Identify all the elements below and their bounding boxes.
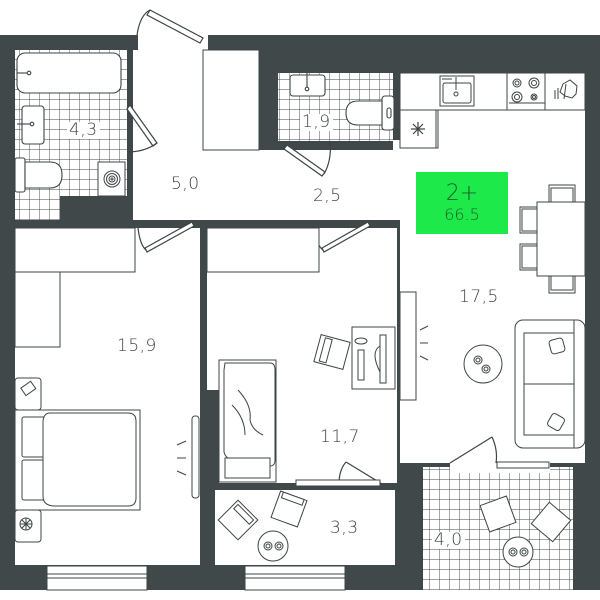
sofa	[514, 319, 586, 449]
wall-panel-second	[399, 291, 417, 401]
entrance-door[interactable]	[136, 9, 204, 44]
area-label-loggia-small: 3,3	[330, 518, 359, 538]
stove	[506, 72, 546, 111]
apartment-badge: 2+ 66.5	[416, 172, 508, 234]
desk	[351, 326, 396, 390]
loggia-large-door[interactable]	[449, 436, 498, 464]
coffee-table-living	[463, 344, 503, 384]
wardrobe-second	[206, 227, 320, 273]
area-label-corridor: 2,5	[313, 186, 342, 206]
area-label-bedroom-second: 11,7	[320, 427, 360, 447]
kitchen-counter	[399, 72, 586, 149]
hood-icon	[554, 79, 578, 100]
loggia-small-chairs	[217, 490, 308, 562]
single-bed	[218, 359, 277, 483]
hall-closet	[202, 49, 260, 151]
kitchen-sink	[439, 75, 475, 107]
bathroom-sink	[17, 105, 45, 145]
tv-master	[176, 415, 200, 499]
double-bed	[14, 409, 141, 511]
shelf-master	[14, 271, 61, 348]
nightstand-top	[14, 377, 42, 411]
bathtub	[16, 52, 122, 94]
area-label-hallway: 5,0	[171, 174, 200, 194]
toilet-sink	[289, 73, 326, 97]
area-label-loggia-large: 4,0	[432, 530, 465, 550]
bathroom-door[interactable]	[126, 103, 158, 153]
dining-table	[519, 184, 586, 294]
toilet-door[interactable]	[283, 140, 331, 177]
total-area: 66.5	[444, 205, 480, 224]
room-corridor	[260, 150, 410, 220]
toilet-bowl	[345, 95, 395, 131]
desk-chair	[313, 333, 351, 371]
bedroom-master-door[interactable]	[137, 221, 195, 253]
area-label-toilet: 1,9	[300, 112, 333, 132]
area-label-bathroom: 4,3	[67, 120, 100, 140]
area-label-kitchen-living: 17,5	[459, 287, 499, 307]
windows	[46, 461, 550, 591]
room-count: 2+	[445, 181, 479, 206]
bathroom-toilet	[14, 157, 63, 193]
area-label-bedroom-master: 15,9	[117, 336, 157, 356]
washing-machine	[97, 161, 126, 197]
fridge-icon	[411, 122, 425, 136]
wardrobe-master	[14, 227, 136, 273]
loggia-large-chairs	[479, 495, 572, 568]
nightstand-bottom	[14, 509, 42, 543]
